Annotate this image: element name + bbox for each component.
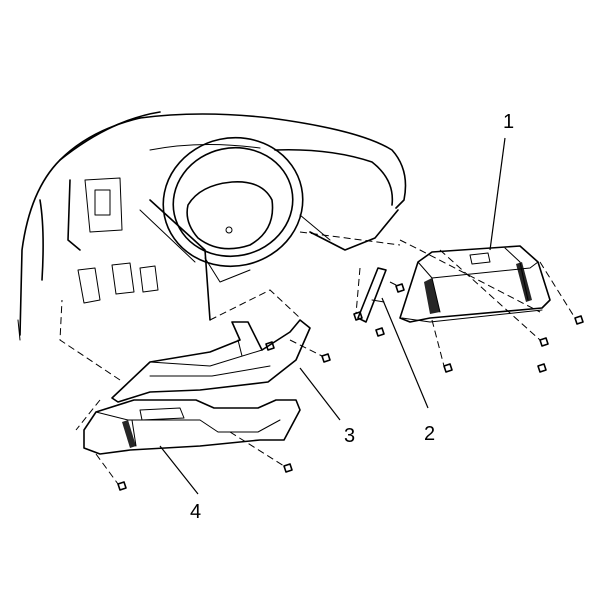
callout-3: 3 (344, 425, 355, 447)
leader-4 (159, 445, 199, 495)
instrument-panel-dashboard (17, 111, 407, 341)
leader-2 (381, 297, 429, 409)
alignment-lines (59, 231, 576, 485)
bracket (353, 267, 405, 337)
callout-1: 1 (503, 111, 514, 133)
instrument-panel-lower-trim (83, 399, 301, 491)
callout-2: 2 (424, 423, 435, 445)
leader-3 (299, 367, 341, 421)
glove-box-compartment (399, 245, 584, 373)
leader-1 (489, 137, 506, 251)
knee-bolster-bracket (111, 319, 331, 403)
callout-4: 4 (190, 501, 201, 523)
leader-lines (159, 137, 506, 495)
